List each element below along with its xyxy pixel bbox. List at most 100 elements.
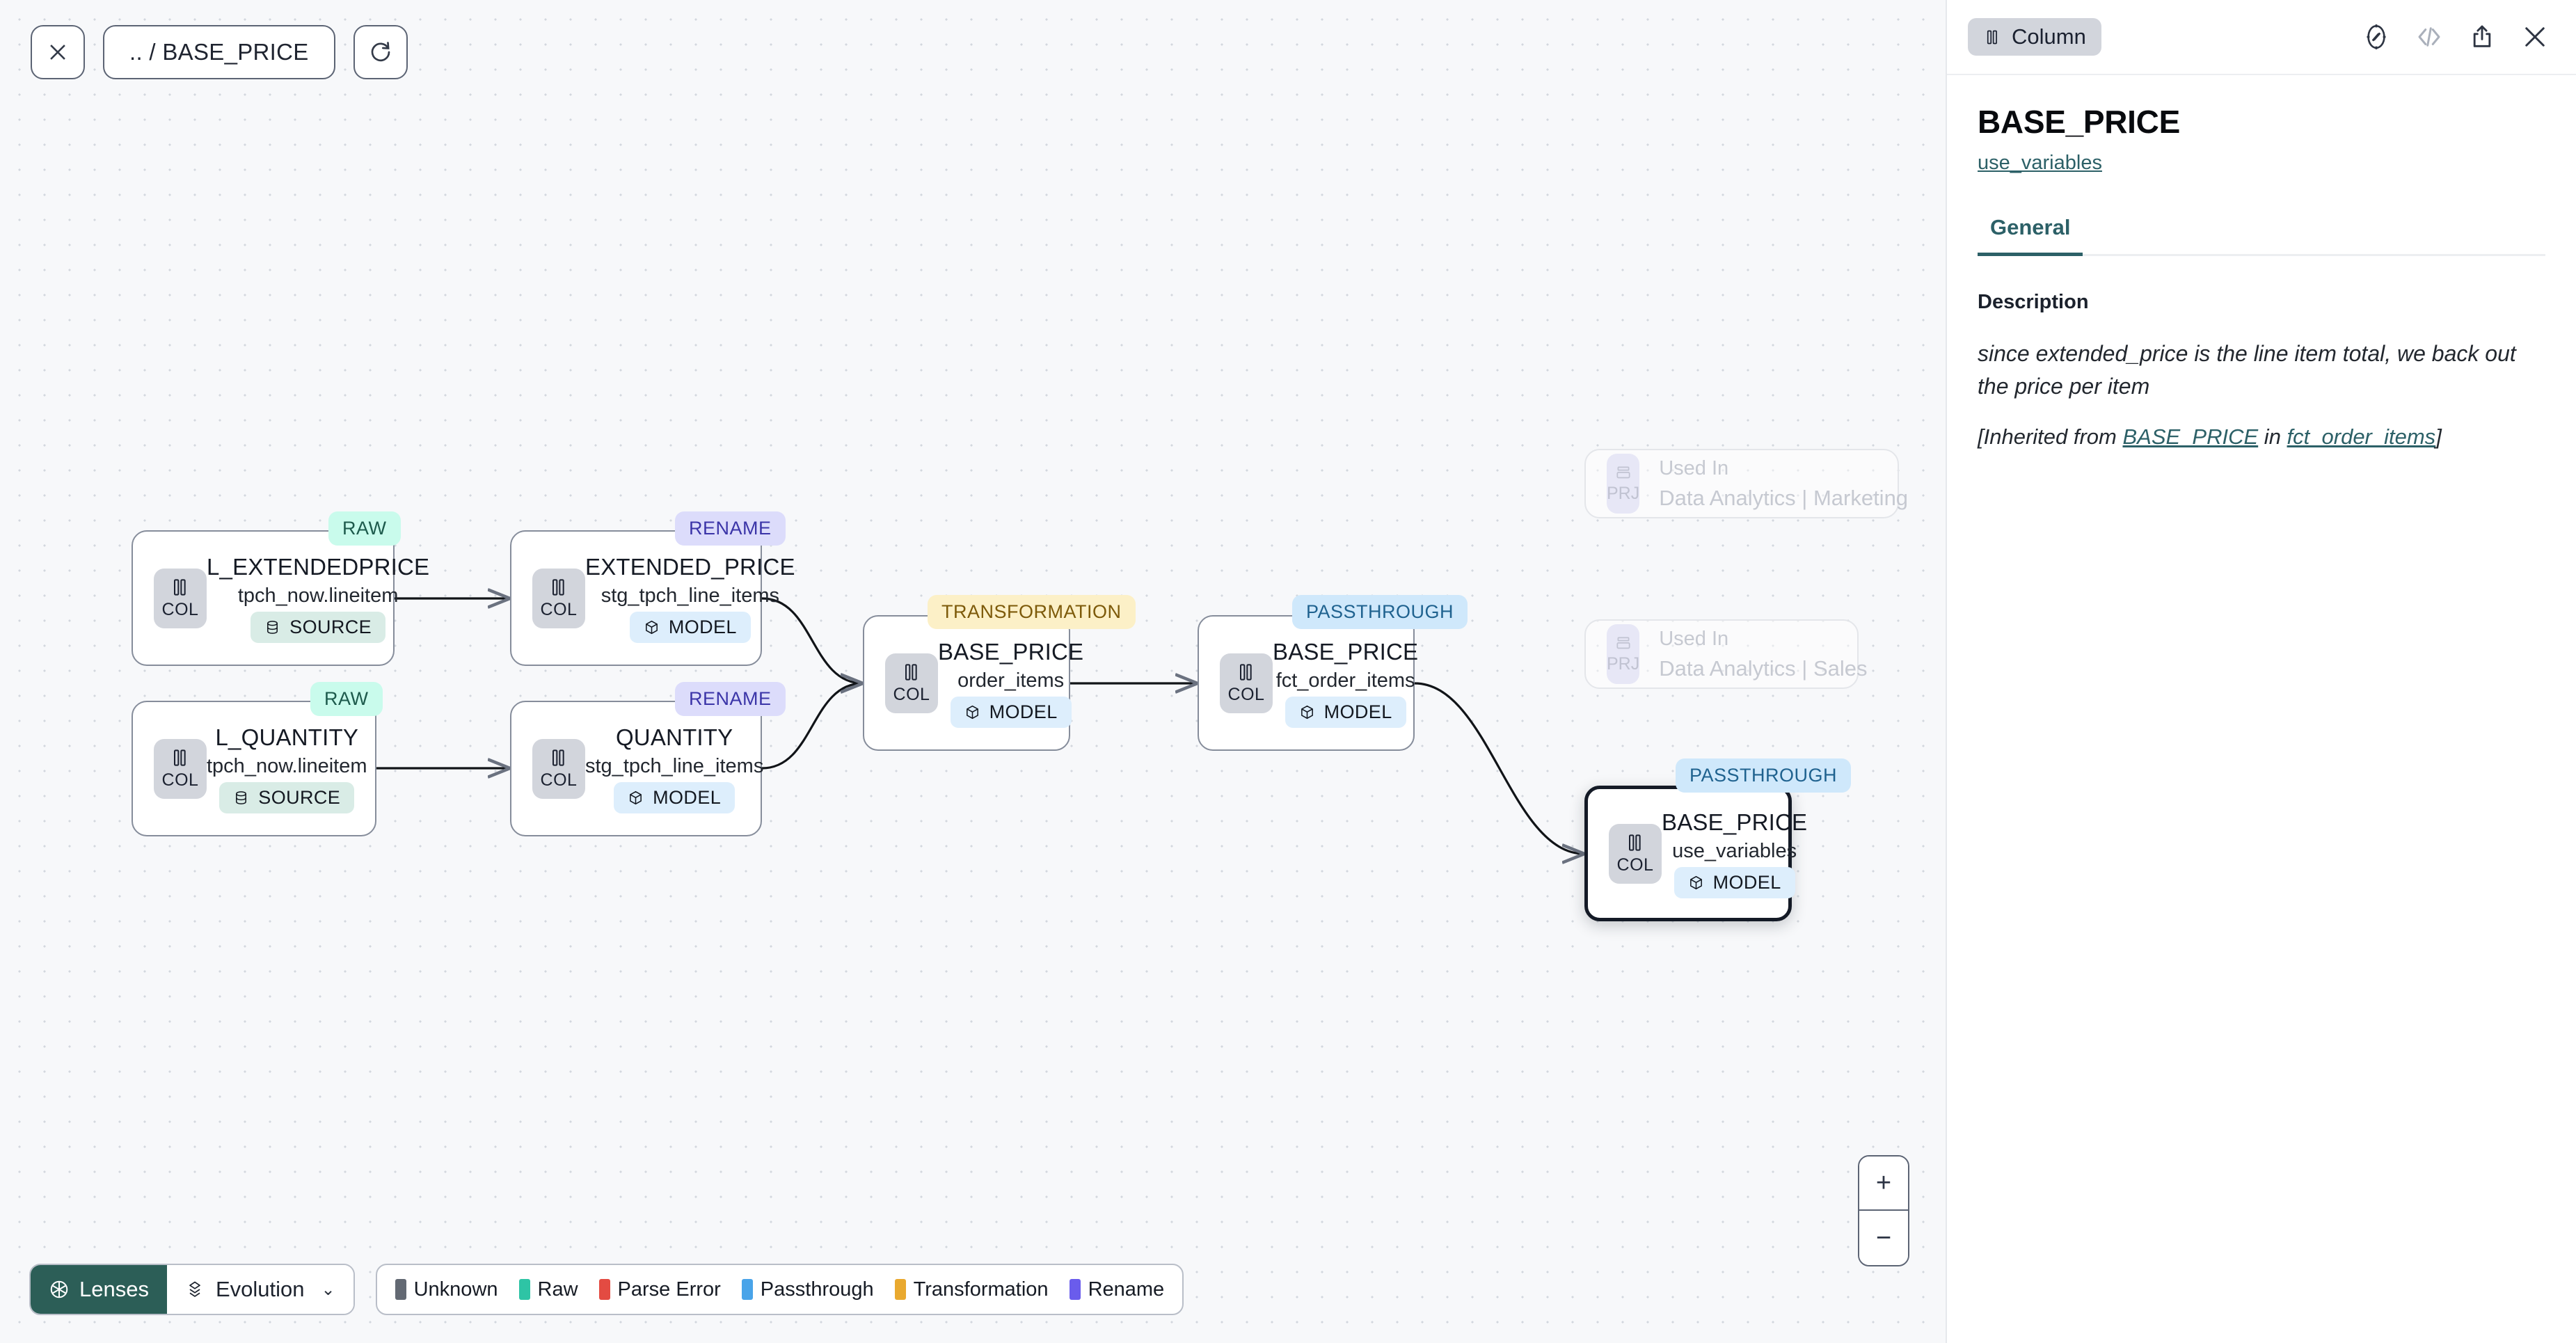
refresh-button[interactable] bbox=[353, 25, 408, 79]
lineage-node-l-extendedprice[interactable]: COL L_EXTENDEDPRICE tpch_now.lineitem SO… bbox=[132, 530, 429, 666]
lenses-group: Lenses Evolution ⌄ bbox=[29, 1264, 355, 1315]
node-chip-model: MODEL bbox=[629, 611, 751, 643]
lineage-node-quantity[interactable]: COL QUANTITY stg_tpch_line_items MODEL bbox=[510, 701, 763, 836]
node-chip-label: SOURCE bbox=[258, 786, 341, 808]
node-tag-transformation: TRANSFORMATION bbox=[928, 595, 1136, 629]
entity-kind-label: Column bbox=[2012, 24, 2086, 49]
used-in-card[interactable]: PRJ Used In Data Analytics | Marketing bbox=[1584, 449, 1908, 518]
node-chip-source: SOURCE bbox=[219, 781, 355, 813]
node-chip-model: MODEL bbox=[614, 781, 736, 813]
column-glyph bbox=[174, 749, 186, 766]
breadcrumb[interactable]: .. / BASE_PRICE bbox=[103, 25, 335, 79]
details-panel: Column bbox=[1946, 0, 2576, 1343]
legend-label: Parse Error bbox=[617, 1278, 721, 1301]
legend-item: Unknown bbox=[395, 1278, 498, 1301]
node-chip-model: MODEL bbox=[1285, 696, 1406, 728]
inherited-source-column-link[interactable]: BASE_PRICE bbox=[2122, 424, 2259, 449]
node-tag-passthrough: PASSTHROUGH bbox=[1676, 758, 1852, 793]
parent-model-link[interactable]: use_variables bbox=[1978, 152, 2102, 174]
stack-icon bbox=[1616, 636, 1630, 649]
used-in-card[interactable]: PRJ Used In Data Analytics | Sales bbox=[1584, 619, 1868, 689]
node-subtitle: use_variables bbox=[1672, 839, 1797, 862]
close-glyph bbox=[2525, 27, 2545, 47]
tab-general[interactable]: General bbox=[1978, 215, 2083, 256]
node-body: EXTENDED_PRICE stg_tpch_line_items MODEL bbox=[585, 554, 795, 643]
close-graph-button[interactable] bbox=[31, 25, 85, 79]
project-icon: PRJ bbox=[1607, 624, 1640, 684]
legend-item: Parse Error bbox=[598, 1278, 721, 1301]
legend-swatch bbox=[518, 1279, 530, 1300]
share-icon[interactable] bbox=[2466, 21, 2498, 53]
node-tag-passthrough: PASSTHROUGH bbox=[1292, 595, 1468, 629]
zoom-out-button[interactable]: − bbox=[1859, 1211, 1908, 1265]
cube-icon bbox=[966, 705, 978, 719]
panel-header-actions bbox=[2360, 21, 2551, 53]
node-tag-rename: RENAME bbox=[675, 511, 786, 546]
node-chip-model: MODEL bbox=[950, 696, 1072, 728]
node-body: L_EXTENDEDPRICE tpch_now.lineitem SOURCE bbox=[207, 554, 429, 643]
lineage-node-extended-price[interactable]: COL EXTENDED_PRICE stg_tpch_line_items M… bbox=[510, 530, 795, 666]
compass-icon[interactable] bbox=[2360, 21, 2392, 53]
node-chip-model: MODEL bbox=[1673, 866, 1795, 898]
inherited-prefix: [Inherited from bbox=[1978, 424, 2123, 449]
node-chip-label: MODEL bbox=[989, 701, 1058, 722]
zoom-controls: + − bbox=[1858, 1155, 1909, 1266]
node-icon-label: COL bbox=[1616, 855, 1654, 875]
lineage-canvas[interactable]: .. / BASE_PRICE PRJ Used In Data Analyti… bbox=[0, 0, 1946, 1343]
node-icon-label: COL bbox=[161, 770, 199, 790]
column-icon: COL bbox=[885, 653, 938, 713]
node-chip-label: MODEL bbox=[653, 786, 722, 808]
lineage-node-base-price-order-items[interactable]: COL BASE_PRICE order_items MODEL bbox=[863, 615, 1083, 751]
node-body: BASE_PRICE use_variables MODEL bbox=[1662, 809, 1807, 898]
node-subtitle: fct_order_items bbox=[1275, 669, 1415, 692]
column-icon: COL bbox=[1220, 653, 1273, 713]
evolution-button[interactable]: Evolution ⌄ bbox=[166, 1265, 353, 1314]
node-subtitle: order_items bbox=[957, 669, 1065, 692]
inherited-middle: in bbox=[2258, 424, 2287, 449]
column-glyph bbox=[552, 579, 564, 596]
node-subtitle: stg_tpch_line_items bbox=[585, 754, 764, 777]
node-icon-label: COL bbox=[1227, 685, 1265, 704]
description-text: since extended_price is the line item to… bbox=[1978, 341, 2516, 399]
lenses-button[interactable]: Lenses bbox=[31, 1265, 167, 1314]
lineage-node-l-quantity[interactable]: COL L_QUANTITY tpch_now.lineitem SOURCE bbox=[132, 701, 376, 836]
compass-glyph bbox=[2367, 24, 2386, 49]
node-tag-raw: RAW bbox=[310, 682, 383, 716]
used-in-label: Used In bbox=[1659, 456, 1729, 479]
node-title: QUANTITY bbox=[615, 724, 733, 750]
stack-icon bbox=[1616, 466, 1630, 478]
legend-swatch bbox=[395, 1279, 406, 1300]
node-body: QUANTITY stg_tpch_line_items MODEL bbox=[585, 724, 763, 813]
node-body: L_QUANTITY tpch_now.lineitem SOURCE bbox=[207, 724, 367, 813]
node-icon-label: COL bbox=[893, 685, 930, 704]
node-tag-raw: RAW bbox=[328, 511, 401, 546]
node-icon-label: COL bbox=[540, 770, 578, 790]
close-icon[interactable] bbox=[2519, 21, 2551, 53]
node-subtitle: stg_tpch_line_items bbox=[601, 584, 780, 607]
legend-label: Rename bbox=[1088, 1278, 1165, 1301]
legend-item: Raw bbox=[518, 1278, 578, 1301]
node-body: BASE_PRICE order_items MODEL bbox=[938, 639, 1083, 728]
inherited-suffix: ] bbox=[2435, 424, 2442, 449]
used-in-body: Used In Data Analytics | Sales bbox=[1659, 628, 1867, 681]
node-icon-label: COL bbox=[540, 600, 578, 619]
zoom-in-button[interactable]: + bbox=[1859, 1157, 1908, 1211]
column-icon: COL bbox=[532, 568, 585, 628]
canvas-toolbar: .. / BASE_PRICE bbox=[31, 25, 408, 79]
legend-swatch bbox=[894, 1279, 906, 1300]
column-icon bbox=[1987, 30, 1997, 44]
node-title: EXTENDED_PRICE bbox=[585, 553, 795, 580]
column-glyph bbox=[552, 749, 564, 766]
description-heading: Description bbox=[1978, 291, 2089, 313]
code-icon[interactable] bbox=[2413, 21, 2445, 53]
legend-swatch bbox=[741, 1279, 753, 1300]
close-x-icon bbox=[50, 45, 65, 60]
node-chip-label: MODEL bbox=[1712, 871, 1781, 893]
inherited-source-model-link[interactable]: fct_order_items bbox=[2287, 424, 2436, 449]
panel-tabs: General bbox=[1978, 215, 2545, 256]
lineage-node-base-price-use-variables[interactable]: COL BASE_PRICE use_variables MODEL bbox=[1584, 786, 1807, 921]
lineage-node-base-price-fct-order-items[interactable]: COL BASE_PRICE fct_order_items MODEL bbox=[1198, 615, 1418, 751]
node-title: BASE_PRICE bbox=[1662, 809, 1808, 835]
database-icon bbox=[267, 620, 278, 634]
